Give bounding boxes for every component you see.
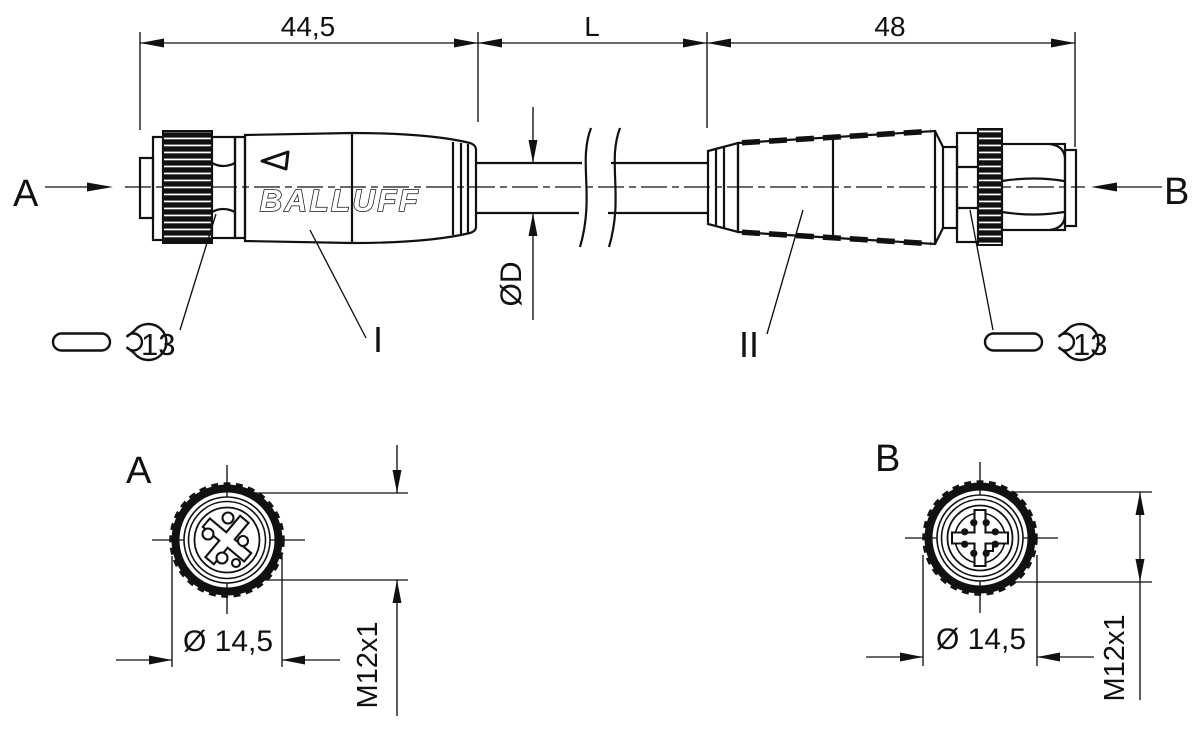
arrowhead [900, 652, 923, 662]
break-line [607, 127, 622, 248]
arrowhead [478, 38, 502, 48]
face-b-diameter-label: Ø 14,5 [936, 623, 1026, 656]
mating-flange [138, 156, 155, 220]
arrowhead [683, 38, 707, 48]
pin [982, 519, 990, 527]
face-view-b: B M12x1 Ø 14,5 [866, 438, 1152, 702]
face-b-thread-label: M12x1 [1099, 614, 1131, 701]
wrench-right: 13 [969, 209, 1107, 362]
wrench-icon [983, 322, 1100, 362]
end-b-label: B [1164, 171, 1189, 213]
insert-circle [187, 500, 267, 580]
shield-cross [950, 508, 1010, 568]
pin [970, 519, 978, 527]
pin [970, 549, 978, 557]
chamfer [934, 227, 944, 245]
leader-line [309, 229, 367, 339]
arrowhead [1051, 38, 1075, 48]
arrowhead [1037, 652, 1060, 662]
dim-cable-diameter: ØD [495, 107, 538, 320]
dim-44-5-label: 44,5 [281, 11, 336, 42]
hex-chamfer [1049, 215, 1067, 232]
knurl-scallop [922, 480, 1038, 596]
arrowhead [392, 470, 402, 493]
arrowhead [87, 182, 113, 192]
arrowhead [707, 38, 731, 48]
pin [991, 528, 999, 536]
arrowhead [528, 213, 538, 236]
socket-hole [230, 557, 242, 569]
hex-flat-line [211, 207, 236, 213]
arrowhead [392, 580, 402, 603]
hex-flat-line [1001, 210, 1065, 216]
knurl-scallop [169, 482, 285, 598]
knurled-nut [977, 128, 1003, 246]
connector-b-side [706, 128, 1078, 247]
face-a-label: A [126, 450, 152, 492]
wrench-size-right: 13 [1073, 327, 1107, 362]
knurled-nut [162, 130, 213, 244]
pin [982, 549, 990, 557]
dim-48-label: 48 [874, 11, 905, 42]
end-a-pointer: A [13, 173, 113, 215]
socket-hole [201, 527, 215, 541]
pin [991, 540, 999, 548]
socket-hole [215, 551, 229, 565]
knurl-ring [924, 482, 1036, 594]
knurl-ring [171, 484, 283, 596]
thread-face [1063, 148, 1078, 228]
grip-texture [741, 128, 932, 146]
top-dimensions: 44,5 L 48 [139, 11, 1076, 147]
connector-a-side: BALLUFF [138, 130, 478, 245]
connector-body [243, 131, 478, 245]
brand-logo: BALLUFF [260, 183, 420, 218]
face-a-thread-label: M12x1 [352, 621, 384, 708]
arrowhead [1135, 559, 1145, 582]
contact-face-circle [193, 506, 261, 574]
wrench-left: 13 [51, 213, 217, 362]
side-view: A BALLUFF [13, 107, 1189, 365]
insert-circle [940, 498, 1020, 578]
hex-flat-line [211, 162, 236, 168]
item-1-label: I [373, 319, 383, 360]
wrench-icon [125, 322, 168, 362]
contact-face-circle [946, 504, 1014, 572]
arrowhead [282, 655, 305, 665]
wrench-icon [51, 332, 112, 352]
cable-diameter-label: ØD [495, 262, 528, 307]
orientation-triangle-icon [260, 150, 290, 171]
arrowhead [1091, 182, 1117, 192]
face-view-a: A M12x1 Ø 14,5 [116, 445, 408, 716]
cable [476, 127, 708, 248]
socket-hole [236, 534, 250, 548]
face-a-diameter-label: Ø 14,5 [183, 625, 273, 658]
arrowhead [528, 140, 538, 163]
leader-line [179, 213, 217, 331]
item-2-label: II [739, 324, 759, 365]
hex-flat-line [1001, 177, 1065, 183]
dim-L-label: L [584, 11, 600, 42]
arrowhead [149, 655, 172, 665]
grip-texture [741, 229, 932, 247]
wrench-size-left: 13 [141, 327, 175, 362]
end-b-pointer: B [1091, 171, 1189, 213]
break-line [578, 127, 593, 248]
leader-line [969, 209, 994, 331]
hex-chamfer [1049, 142, 1067, 159]
nut-rim [151, 135, 165, 242]
face-b-label: B [875, 438, 900, 480]
arrowhead [140, 38, 164, 48]
leader-line [766, 209, 804, 335]
shield-cross [201, 514, 253, 566]
arrowhead [1135, 492, 1145, 515]
arrowhead [454, 38, 478, 48]
chamfer [934, 130, 944, 148]
socket-hole [221, 511, 235, 525]
end-a-label: A [13, 173, 39, 215]
pin [961, 540, 969, 548]
pin [961, 528, 969, 536]
